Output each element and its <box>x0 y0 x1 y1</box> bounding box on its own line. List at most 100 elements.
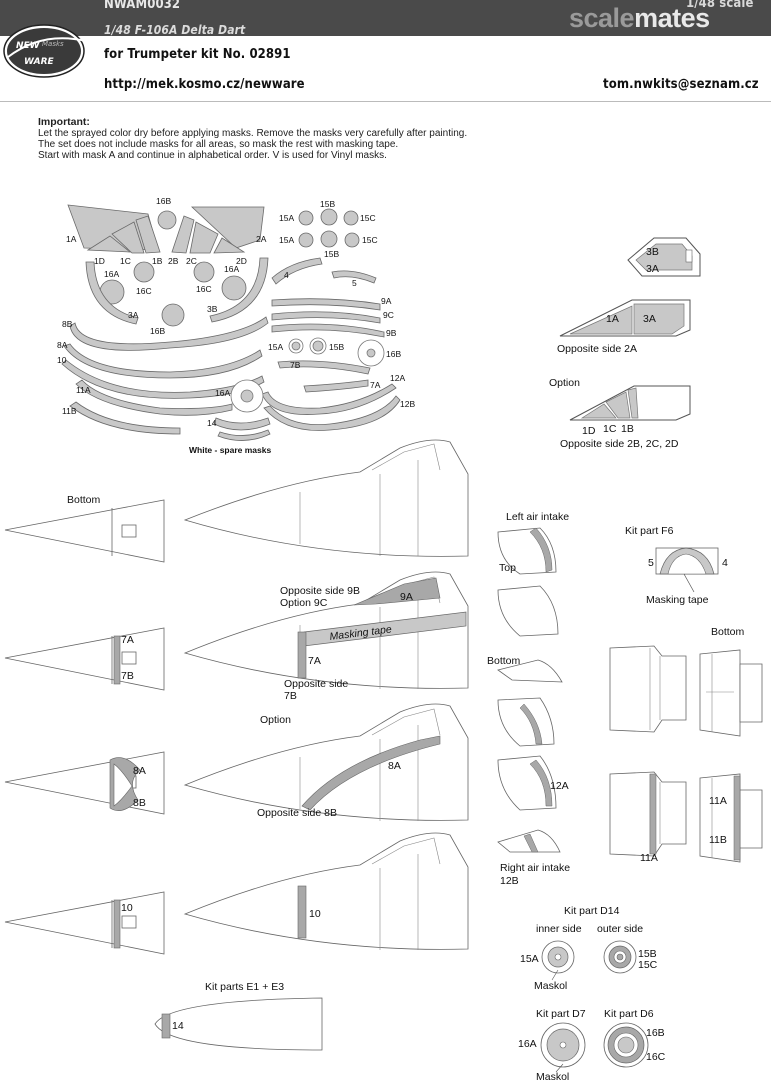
mask-4 <box>271 257 323 285</box>
mask-15b <box>320 208 338 226</box>
mask-15b-2 <box>320 230 338 248</box>
callout-label-l-11b-bottom: 11B <box>709 834 727 846</box>
callout-label-l-4: 4 <box>722 557 728 569</box>
mask-12b <box>263 395 401 431</box>
callout-label-l-15a: 15A <box>520 953 539 965</box>
important-notice: Important: Let the sprayed color dry bef… <box>38 116 468 162</box>
mask-1c <box>111 221 145 254</box>
callout-label-m12a: 12A <box>390 373 405 383</box>
left-intake-bottom <box>497 659 563 683</box>
option-title: Option <box>549 377 580 389</box>
mask-3a <box>85 261 139 325</box>
canopy-panel-option: 1D 1C 1B Opposite side 2B, 2C, 2D <box>560 385 691 450</box>
callout-label-p1-3a: 3A <box>646 263 659 275</box>
bottom-title: Bottom <box>67 494 101 506</box>
callout-label-l-16a: 16A <box>518 1038 537 1050</box>
callout-label-maskol: Maskol <box>536 1071 569 1080</box>
header-divider <box>0 101 771 102</box>
logo-text: WARE <box>24 57 55 67</box>
mask-8a <box>63 343 263 379</box>
mask-11b <box>69 401 181 435</box>
callout-label-p2-1a: 1A <box>606 313 619 325</box>
callout-label-l-10-side: 10 <box>309 908 321 920</box>
canopy-panel-rear: 3B 3A <box>627 237 701 277</box>
callout-label-p3-1c: 1C <box>603 423 617 435</box>
kit-d14-title: Kit part D14 <box>564 905 620 917</box>
exhaust-side-2 <box>609 771 687 857</box>
callout-label-m7b: 7B <box>290 360 301 370</box>
notice-line: Let the sprayed color dry before applyin… <box>38 128 468 139</box>
callout-label-m8a: 8A <box>57 340 68 350</box>
mask-16a-2 <box>221 275 247 301</box>
kit-d6-title: Kit part D6 <box>604 1008 654 1020</box>
mask-14-strip <box>213 417 271 431</box>
mask-7b <box>277 360 371 375</box>
callout-label-m15b-1: 15B <box>320 199 335 209</box>
callout-label-p3-1d: 1D <box>582 425 596 437</box>
callout-label-l-16b: 16B <box>646 1027 665 1039</box>
scale-label: 1/48 scale <box>686 0 754 11</box>
callout-label-m9c: 9C <box>383 310 394 320</box>
callout-label-m12b: 12B <box>400 399 415 409</box>
mask-14 <box>217 429 271 441</box>
mask-16c <box>133 261 155 283</box>
option-9c: Option 9C <box>280 597 328 609</box>
newware-logo: NEW Masks WARE <box>3 24 87 78</box>
mask-16c-2 <box>193 261 215 283</box>
product-title: 1/48 F-106A Delta Dart <box>104 23 246 37</box>
left-intake-top <box>497 585 559 637</box>
mask-15a <box>298 210 314 226</box>
callout-label-option2: Option <box>260 714 291 726</box>
callout-label-p2-3a: 3A <box>643 313 656 325</box>
important-heading: Important: <box>38 116 90 128</box>
callout-label-bottom: Bottom <box>487 655 521 667</box>
exhaust-bottom-title: Bottom <box>711 626 745 638</box>
callout-label-m10: 10 <box>57 355 67 365</box>
callout-label-m2b: 2B <box>168 256 179 266</box>
callout-label-m3a: 3A <box>128 310 139 320</box>
mask-15c <box>343 210 359 226</box>
mask-2d <box>213 237 246 254</box>
callout-label-m2a: 2A <box>256 234 267 244</box>
callout-label-m1b: 1B <box>152 256 163 266</box>
callout-label-l-9a: 9A <box>400 591 413 603</box>
mask-2b <box>171 215 195 254</box>
callout-label-l-8a-side: 8A <box>388 760 401 772</box>
callout-label-m15a-1: 15A <box>279 213 294 223</box>
callout-label-m15a-3: 15A <box>268 342 283 352</box>
callout-label-m5: 5 <box>352 278 357 288</box>
callout-label-inner: inner side <box>536 923 582 935</box>
callout-label-p1-3b: 3B <box>646 246 659 258</box>
fuselage-side-3 <box>183 703 469 821</box>
callout-label-m16b-mid: 16B <box>150 326 165 336</box>
opposite-9b: Opposite side 9B <box>280 585 360 597</box>
fuselage-side-1 <box>183 439 469 557</box>
callout-label-top: Top <box>499 562 516 574</box>
kit-e-nose <box>154 997 323 1051</box>
mask-8b <box>69 316 269 351</box>
callout-label-m16c-r: 16C <box>196 284 212 294</box>
callout-label-l-7a-bottom: 7A <box>121 634 134 646</box>
callout-label-maskol: Maskol <box>534 980 567 992</box>
canopy-panel-main: 1A 3A Opposite side 2A Option <box>549 299 691 389</box>
callout-label-m14: 14 <box>207 418 217 428</box>
callout-label-l-5: 5 <box>648 557 654 569</box>
callout-label-opp-7b-2: 7B <box>284 690 297 702</box>
mask-15a-2 <box>298 232 314 248</box>
callout-label-l-8b-bottom: 8B <box>133 797 146 809</box>
logo-text: Masks <box>42 40 64 48</box>
callout-label-l-8a-bottom: 8A <box>133 765 146 777</box>
mask-12a <box>261 383 397 415</box>
callout-label-outer: outer side <box>597 923 643 935</box>
kit-info: for Trumpeter kit No. 02891 <box>104 47 291 62</box>
callout-label-m15c-1: 15C <box>360 213 376 223</box>
mask-1b <box>135 215 161 254</box>
website-url[interactable]: http://mek.kosmo.cz/newware <box>104 77 305 92</box>
callout-label-m9a: 9A <box>381 296 392 306</box>
callout-label-m2c: 2C <box>186 256 197 266</box>
logo-text: mates <box>634 3 710 33</box>
callout-label-l-11a-bottom: 11A <box>709 795 727 807</box>
mask-15c-2 <box>344 232 360 248</box>
contact-email[interactable]: tom.nwkits@seznam.cz <box>603 77 759 92</box>
